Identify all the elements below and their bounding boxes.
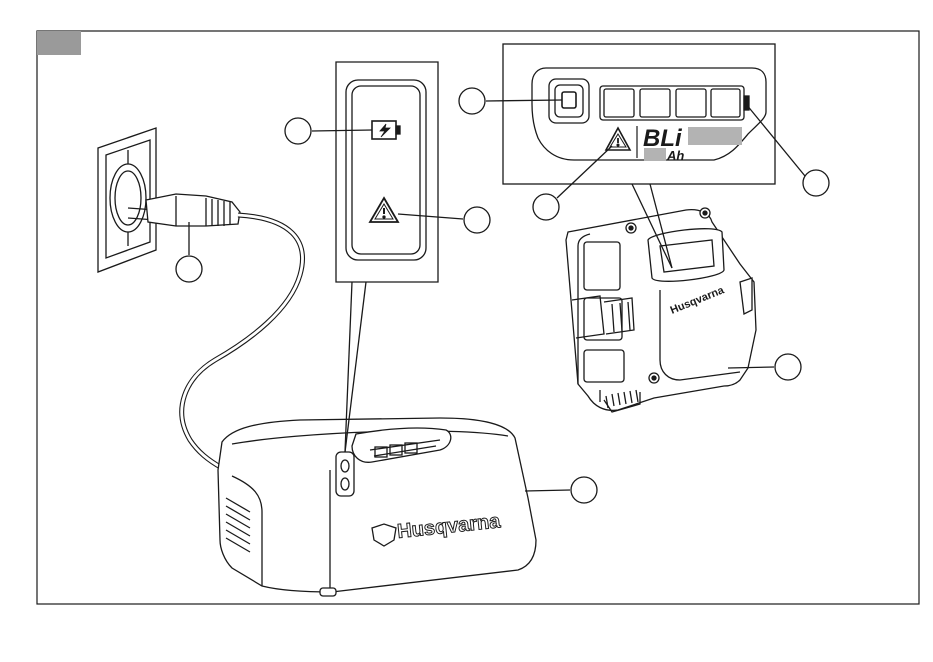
callout-power-plug	[176, 256, 202, 282]
battery-capacity-unit: Ah	[666, 148, 684, 163]
callout-charger-warning-led	[464, 207, 490, 233]
callout-power-button	[459, 88, 485, 114]
callout-charger-battery-led	[285, 118, 311, 144]
charger-warning-led	[341, 478, 349, 490]
capacity-plate	[688, 127, 742, 145]
battery	[566, 208, 756, 412]
charger	[218, 418, 536, 596]
callout-battery-level-leds	[803, 170, 829, 196]
figure-tab	[37, 31, 81, 55]
battery-charging-icon	[372, 121, 400, 139]
callout-battery-warning-led	[533, 194, 559, 220]
callout-battery	[775, 354, 801, 380]
callout-charger	[571, 477, 597, 503]
charger-battery-led	[341, 460, 349, 472]
charger-indicator-zoom	[336, 62, 438, 452]
